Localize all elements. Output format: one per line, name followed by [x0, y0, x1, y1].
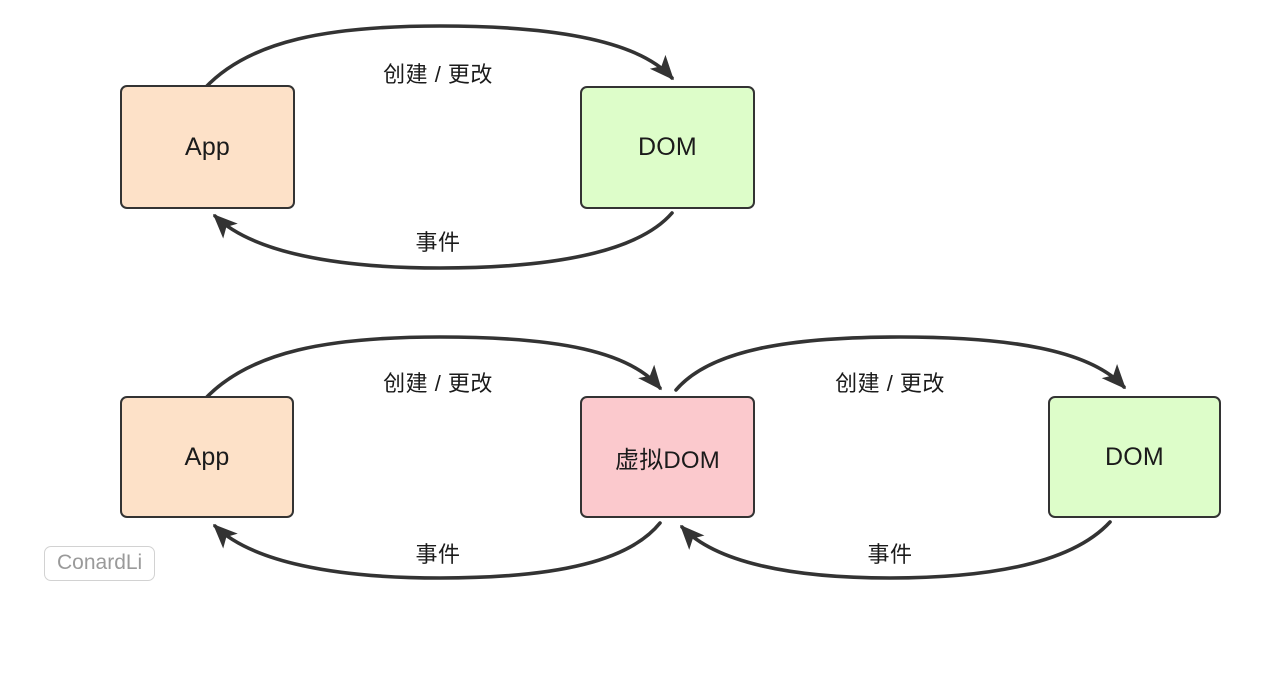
watermark-conardli: ConardLi: [44, 546, 156, 582]
node-dom-bottom[interactable]: DOM: [1048, 396, 1221, 518]
edge-label-dom-to-vdom: 事件: [867, 542, 913, 567]
node-dom-top[interactable]: DOM: [580, 86, 755, 209]
edge-label-vdom-to-app: 事件: [415, 542, 461, 567]
node-label: 虚拟DOM: [615, 446, 720, 474]
edge-label-dom-to-app-top: 事件: [415, 230, 461, 255]
node-vdom-bottom[interactable]: 虚拟DOM: [580, 396, 755, 518]
edge-label-vdom-to-dom: 创建 / 更改: [835, 371, 945, 396]
node-label: App: [184, 132, 231, 161]
edge-label-app-to-dom-top: 创建 / 更改: [383, 62, 493, 87]
node-label: App: [184, 442, 230, 471]
node-label: DOM: [1105, 442, 1164, 471]
node-label: DOM: [638, 133, 697, 161]
node-app-top[interactable]: App: [120, 85, 295, 209]
node-app-bottom[interactable]: App: [120, 396, 294, 518]
edge-label-app-to-vdom: 创建 / 更改: [383, 371, 493, 396]
